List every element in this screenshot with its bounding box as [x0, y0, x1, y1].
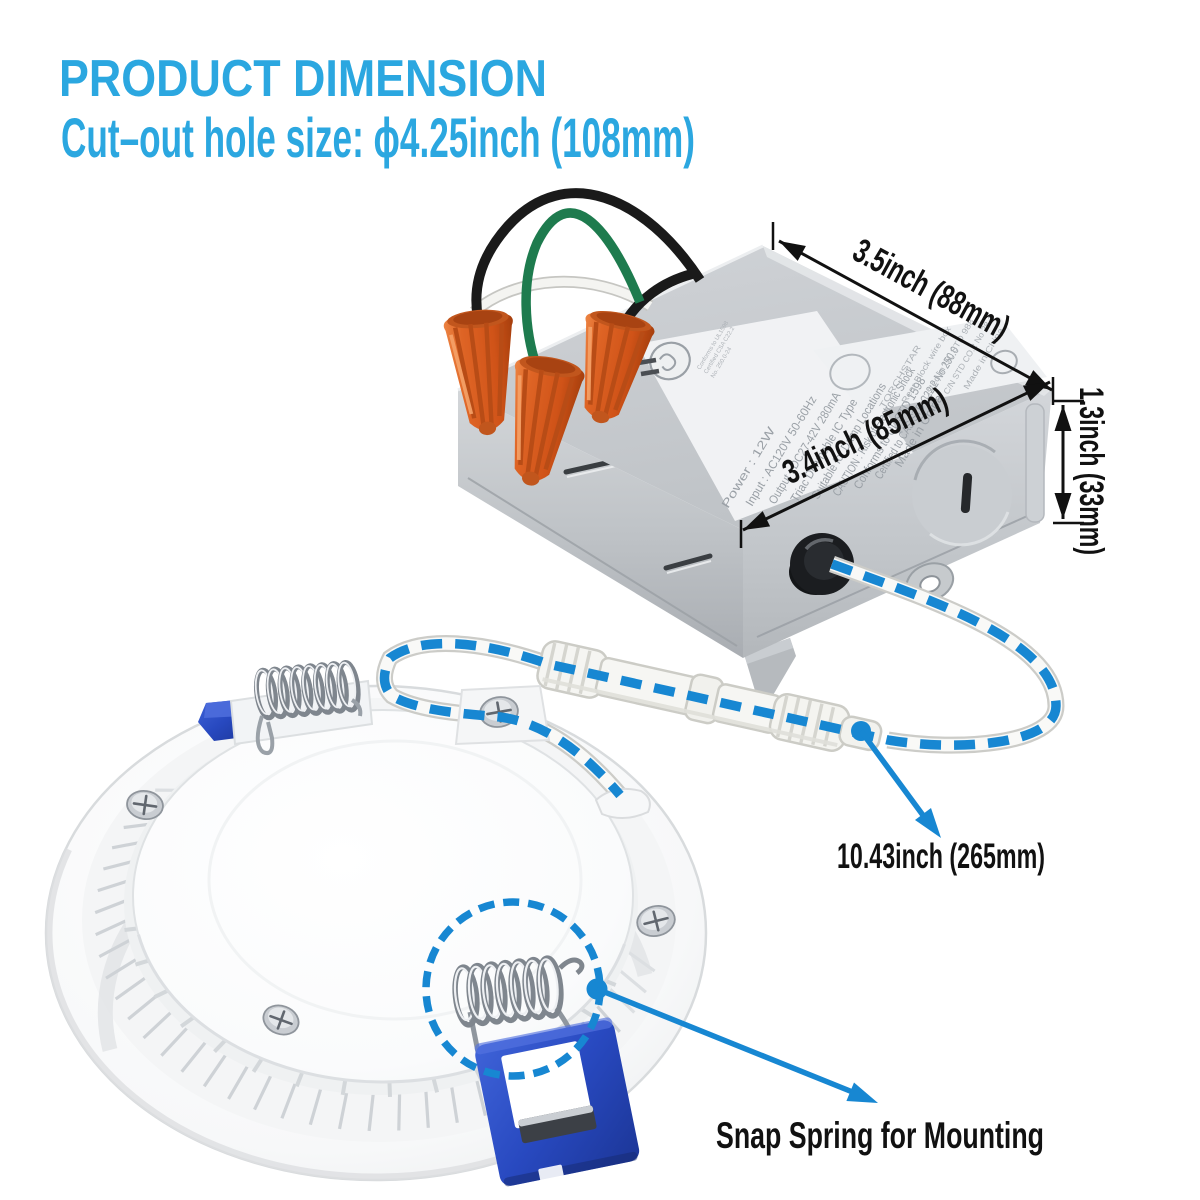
- svg-text:10.43inch (265mm): 10.43inch (265mm): [837, 837, 1045, 876]
- svg-text:PRODUCT DIMENSION: PRODUCT DIMENSION: [59, 50, 547, 108]
- svg-text:1.3inch (33mm): 1.3inch (33mm): [1072, 387, 1110, 555]
- svg-text:Snap Spring for Mounting: Snap Spring for Mounting: [716, 1115, 1044, 1156]
- svg-text:Cut–out hole size: ϕ4.25inch (: Cut–out hole size: ϕ4.25inch (108mm): [61, 106, 695, 169]
